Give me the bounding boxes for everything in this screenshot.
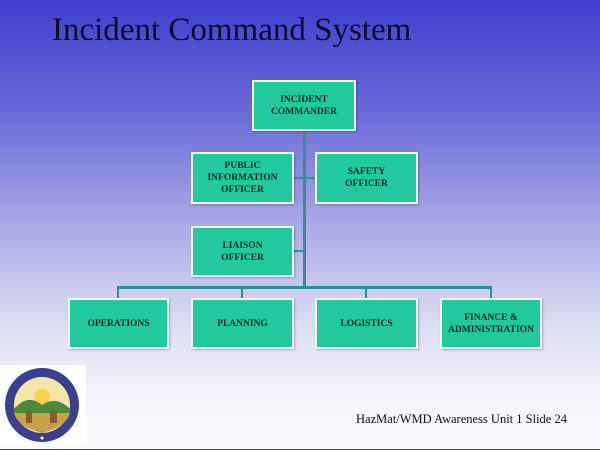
connector-line — [241, 286, 243, 298]
logistics-box: LOGISTICS — [315, 298, 418, 349]
finance-administration-box: FINANCE & ADMINISTRATION — [440, 298, 542, 349]
connector-line — [117, 286, 119, 298]
incident-commander-box: INCIDENT COMMANDER — [252, 80, 356, 131]
planning-box: PLANNING — [191, 298, 294, 349]
safety-officer-box: SAFETY OFFICER — [315, 152, 418, 204]
slide-title: Incident Command System — [52, 12, 412, 48]
connector-line — [490, 286, 492, 298]
public-information-officer-box: PUBLIC INFORMATION OFFICER — [191, 152, 294, 204]
connector-line — [117, 286, 492, 289]
ohio-seal-logo — [0, 365, 86, 445]
connector-line — [365, 286, 367, 298]
connector-line — [293, 250, 303, 252]
operations-box: OPERATIONS — [68, 298, 169, 349]
connector-line — [293, 177, 315, 179]
connector-line — [303, 130, 306, 288]
slide-footer: HazMat/WMD Awareness Unit 1 Slide 24 — [356, 412, 567, 426]
liaison-officer-box: LIAISON OFFICER — [191, 226, 294, 277]
